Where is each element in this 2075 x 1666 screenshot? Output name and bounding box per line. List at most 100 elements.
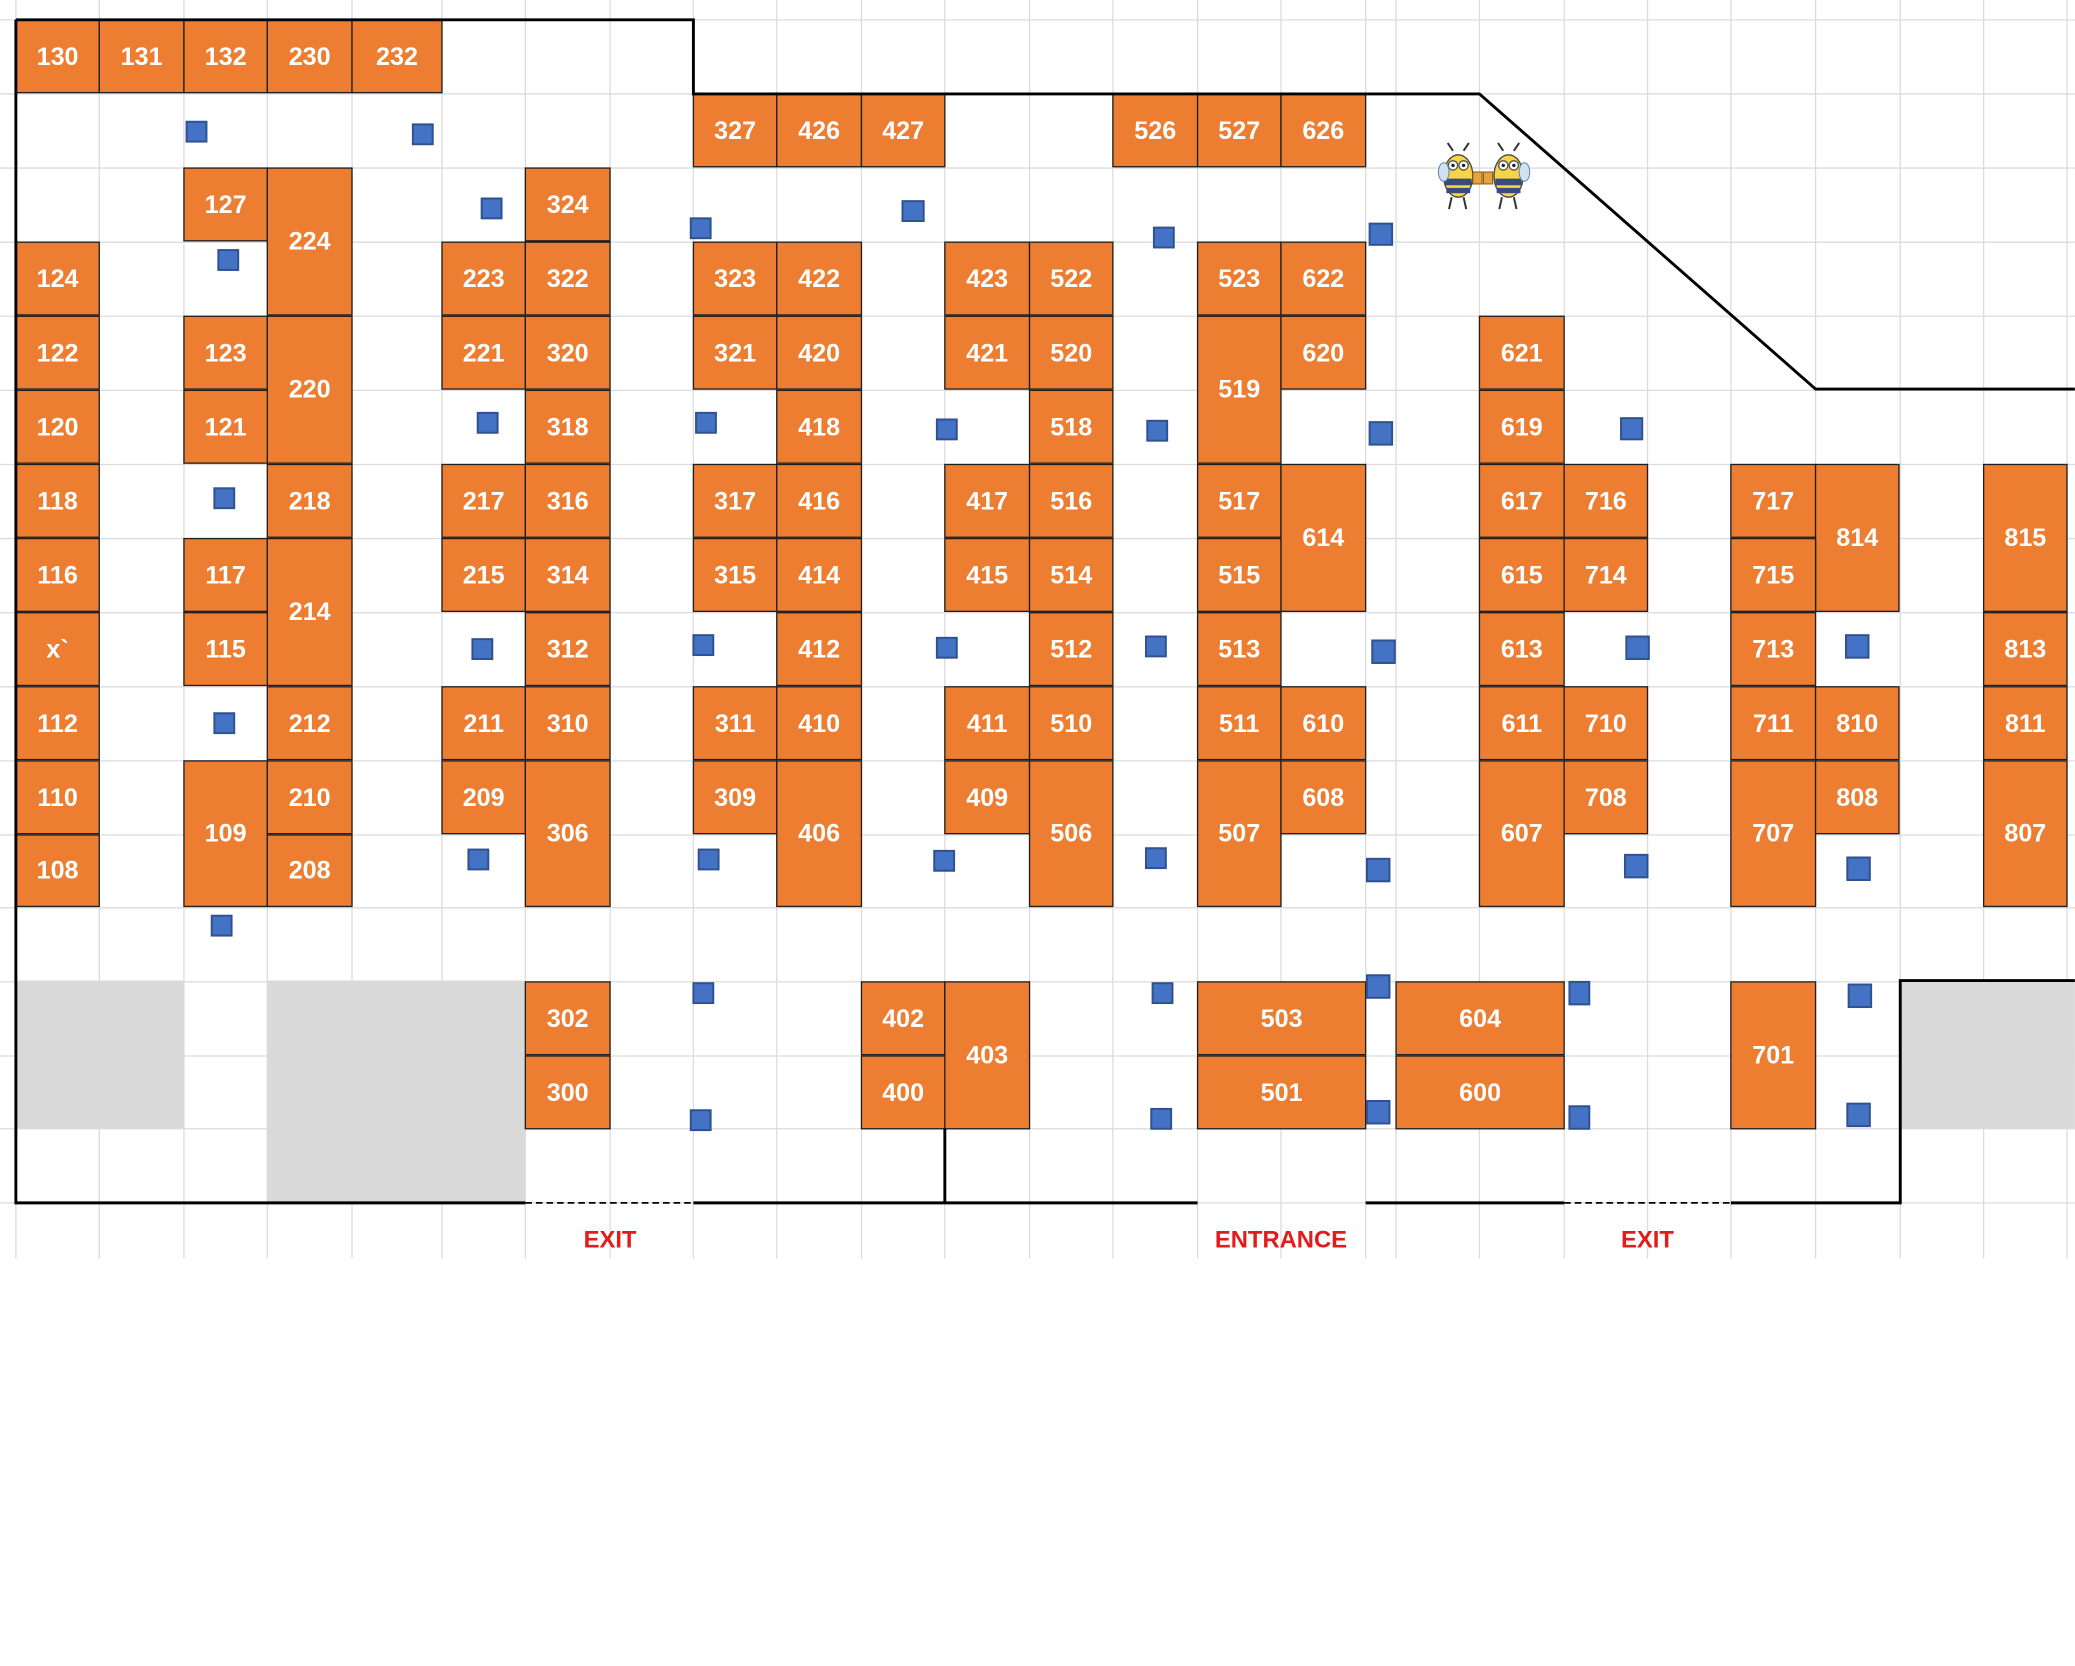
booth[interactable]: 507 xyxy=(1196,760,1282,908)
booth[interactable]: 427 xyxy=(860,93,946,168)
booth[interactable]: 527 xyxy=(1196,93,1282,168)
booth[interactable]: 112 xyxy=(15,686,100,761)
booth[interactable]: 610 xyxy=(1280,686,1367,761)
booth[interactable]: 701 xyxy=(1730,981,1817,1130)
booth[interactable]: 810 xyxy=(1814,686,1900,761)
booth[interactable]: 218 xyxy=(266,463,353,538)
booth[interactable]: 315 xyxy=(692,537,778,613)
booth[interactable]: 322 xyxy=(524,241,611,316)
booth[interactable]: 711 xyxy=(1730,686,1817,761)
booth[interactable]: 815 xyxy=(1982,463,2068,613)
booth[interactable]: 512 xyxy=(1028,612,1114,687)
booth[interactable]: 212 xyxy=(266,686,353,761)
booth[interactable]: 619 xyxy=(1478,389,1565,464)
booth[interactable]: 306 xyxy=(524,760,611,908)
booth[interactable]: 410 xyxy=(776,686,863,761)
booth[interactable]: 808 xyxy=(1814,760,1900,835)
booth[interactable]: 604 xyxy=(1395,981,1565,1056)
booth[interactable]: 813 xyxy=(1982,612,2068,687)
booth[interactable]: 520 xyxy=(1028,315,1114,390)
booth[interactable]: 814 xyxy=(1814,463,1900,613)
booth[interactable]: 519 xyxy=(1196,315,1282,464)
booth[interactable]: 422 xyxy=(776,241,863,316)
booth[interactable]: 714 xyxy=(1563,537,1649,613)
booth[interactable]: 130 xyxy=(15,19,100,94)
booth[interactable]: 118 xyxy=(15,463,100,538)
booth[interactable]: 510 xyxy=(1028,686,1114,761)
booth[interactable]: 414 xyxy=(776,537,863,613)
booth[interactable]: 607 xyxy=(1478,760,1565,908)
booth[interactable]: 420 xyxy=(776,315,863,390)
booth[interactable]: 214 xyxy=(266,537,353,687)
booth[interactable]: 121 xyxy=(183,389,268,464)
booth[interactable]: 417 xyxy=(944,463,1031,538)
booth[interactable]: 210 xyxy=(266,760,353,835)
booth[interactable]: 516 xyxy=(1028,463,1114,538)
booth[interactable]: 224 xyxy=(266,167,353,316)
booth[interactable]: 412 xyxy=(776,612,863,687)
booth[interactable]: 122 xyxy=(15,315,100,390)
booth[interactable]: x` xyxy=(15,612,100,687)
booth[interactable]: 503 xyxy=(1196,981,1367,1056)
booth[interactable]: 131 xyxy=(98,19,185,94)
booth[interactable]: 221 xyxy=(441,315,527,390)
booth[interactable]: 511 xyxy=(1196,686,1282,761)
booth[interactable]: 402 xyxy=(860,981,946,1056)
booth[interactable]: 811 xyxy=(1982,686,2068,761)
booth[interactable]: 316 xyxy=(524,463,611,538)
booth[interactable]: 312 xyxy=(524,612,611,687)
booth[interactable]: 506 xyxy=(1028,760,1114,908)
booth[interactable]: 522 xyxy=(1028,241,1114,316)
booth[interactable]: 127 xyxy=(183,167,268,242)
booth[interactable]: 710 xyxy=(1563,686,1649,761)
booth[interactable]: 115 xyxy=(183,612,268,687)
booth[interactable]: 426 xyxy=(776,93,863,168)
booth[interactable]: 403 xyxy=(944,981,1031,1130)
booth[interactable]: 311 xyxy=(692,686,778,761)
booth[interactable]: 321 xyxy=(692,315,778,390)
booth[interactable]: 232 xyxy=(351,19,443,94)
booth[interactable]: 715 xyxy=(1730,537,1817,613)
booth[interactable]: 608 xyxy=(1280,760,1367,835)
booth[interactable]: 620 xyxy=(1280,315,1367,390)
booth[interactable]: 617 xyxy=(1478,463,1565,538)
booth[interactable]: 416 xyxy=(776,463,863,538)
booth[interactable]: 217 xyxy=(441,463,527,538)
booth[interactable]: 513 xyxy=(1196,612,1282,687)
booth[interactable]: 708 xyxy=(1563,760,1649,835)
booth[interactable]: 327 xyxy=(692,93,778,168)
booth[interactable]: 713 xyxy=(1730,612,1817,687)
booth[interactable]: 223 xyxy=(441,241,527,316)
booth[interactable]: 523 xyxy=(1196,241,1282,316)
booth[interactable]: 526 xyxy=(1112,93,1199,168)
booth[interactable]: 209 xyxy=(441,760,527,835)
booth[interactable]: 409 xyxy=(944,760,1031,835)
booth[interactable]: 314 xyxy=(524,537,611,613)
booth[interactable]: 110 xyxy=(15,760,100,835)
booth[interactable]: 220 xyxy=(266,315,353,464)
booth[interactable]: 622 xyxy=(1280,241,1367,316)
booth[interactable]: 320 xyxy=(524,315,611,390)
booth[interactable]: 123 xyxy=(183,315,268,390)
booth[interactable]: 208 xyxy=(266,834,353,908)
booth[interactable]: 215 xyxy=(441,537,527,613)
booth[interactable]: 423 xyxy=(944,241,1031,316)
booth[interactable]: 117 xyxy=(183,537,268,613)
booth[interactable]: 501 xyxy=(1196,1055,1367,1130)
booth[interactable]: 514 xyxy=(1028,537,1114,613)
booth[interactable]: 621 xyxy=(1478,315,1565,390)
booth[interactable]: 309 xyxy=(692,760,778,835)
booth[interactable]: 323 xyxy=(692,241,778,316)
booth[interactable]: 124 xyxy=(15,241,100,316)
booth[interactable]: 707 xyxy=(1730,760,1817,908)
booth[interactable]: 807 xyxy=(1982,760,2068,908)
booth[interactable]: 717 xyxy=(1730,463,1817,538)
booth[interactable]: 421 xyxy=(944,315,1031,390)
booth[interactable]: 626 xyxy=(1280,93,1367,168)
booth[interactable]: 611 xyxy=(1478,686,1565,761)
booth[interactable]: 517 xyxy=(1196,463,1282,538)
booth[interactable]: 613 xyxy=(1478,612,1565,687)
booth[interactable]: 515 xyxy=(1196,537,1282,613)
booth[interactable]: 518 xyxy=(1028,389,1114,464)
booth[interactable]: 109 xyxy=(183,760,268,908)
